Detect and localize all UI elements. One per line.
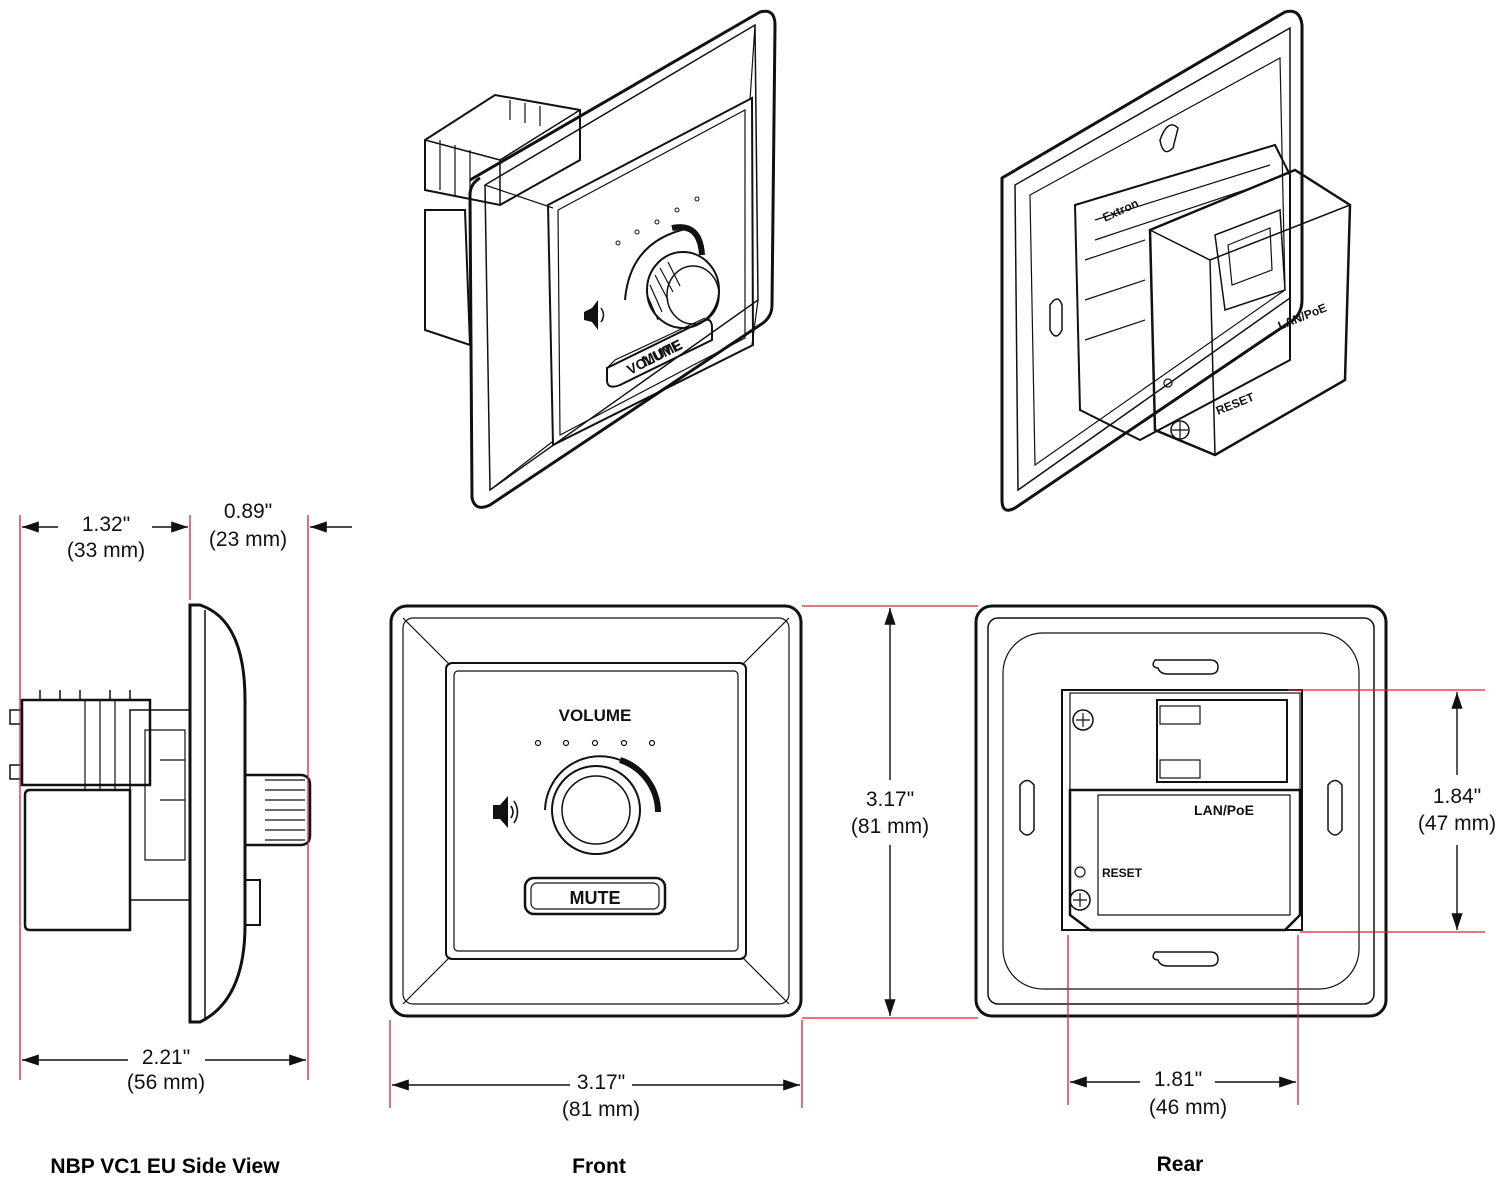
- dim-side-front-inch: 0.89": [224, 500, 272, 523]
- dim-rear-height-mm: (47 mm): [1418, 812, 1496, 835]
- iso-front-view: VOLUME MUTE: [424, 9, 777, 509]
- dim-side-back-inch: 1.32": [82, 513, 130, 536]
- rear-lan-label: LAN/PoE: [1194, 802, 1254, 818]
- dim-rear-height-inch: 1.84": [1433, 785, 1481, 808]
- dim-side-total-inch: 2.21": [142, 1046, 190, 1069]
- dim-front-height-mm: (81 mm): [851, 815, 929, 838]
- dim-rear-width-inch: 1.81": [1154, 1068, 1202, 1091]
- caption-side-view: NBP VC1 EU Side View: [50, 1155, 280, 1178]
- dim-front-height-inch: 3.17": [866, 788, 914, 811]
- dimension-labels: 1.32" (33 mm) 0.89" (23 mm) 2.21" (56 mm…: [67, 500, 1496, 1121]
- speaker-icon: [493, 796, 519, 828]
- front-volume-label: VOLUME: [559, 706, 632, 725]
- dim-side-back-mm: (33 mm): [67, 539, 145, 562]
- caption-front: Front: [572, 1155, 626, 1178]
- dim-side-total-mm: (56 mm): [127, 1071, 205, 1094]
- dim-front-width-mm: (81 mm): [562, 1098, 640, 1121]
- view-captions: NBP VC1 EU Side View Front Rear: [50, 1153, 1203, 1178]
- dim-side-front-mm: (23 mm): [209, 528, 287, 551]
- dimension-lines: [19, 515, 1485, 1108]
- rear-reset-label: RESET: [1102, 866, 1143, 880]
- mute-button: [523, 876, 667, 916]
- front-view: VOLUME MUTE: [389, 604, 803, 1018]
- reset-button: [1074, 866, 1086, 878]
- dim-front-width-inch: 3.17": [577, 1071, 625, 1094]
- front-mute-label: MUTE: [570, 888, 621, 908]
- iso-rear-view: Extron LAN/PoE RESET: [1000, 9, 1352, 512]
- caption-rear: Rear: [1157, 1153, 1204, 1176]
- volume-knob: [551, 765, 641, 855]
- dim-rear-width-mm: (46 mm): [1149, 1096, 1227, 1119]
- volume-led-indicators: [534, 739, 656, 747]
- rear-view: LAN/PoE RESET: [974, 604, 1388, 1018]
- iso-rear-brand-label: Extron: [1100, 196, 1140, 225]
- iso-rear-reset-label: RESET: [1214, 390, 1257, 418]
- side-view: [9, 603, 312, 1024]
